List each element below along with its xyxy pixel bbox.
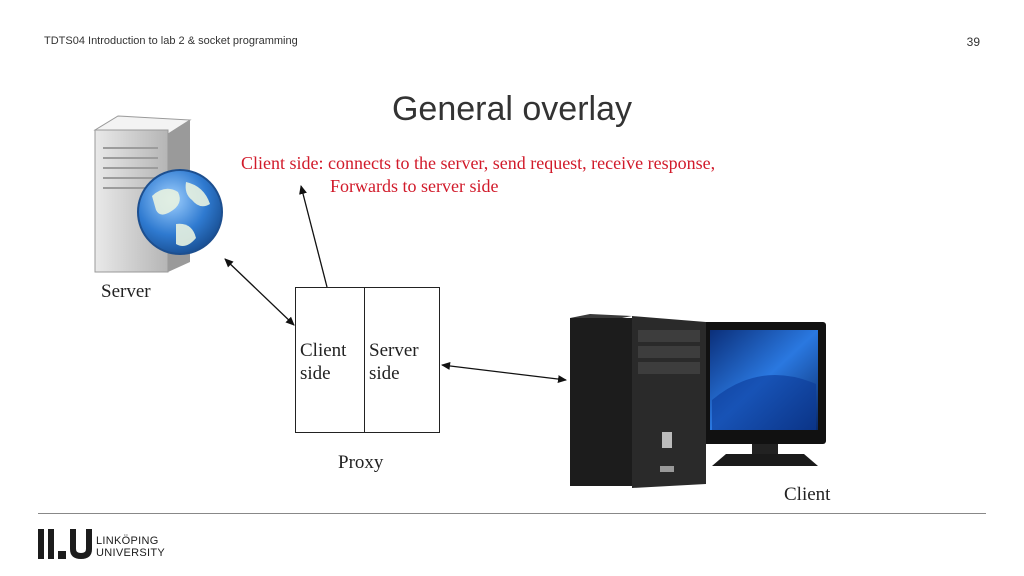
annotation-line-2: Forwards to server side	[330, 176, 499, 196]
server-side-line-2: side	[369, 363, 400, 384]
annotation-line-1: Client side: connects to the server, sen…	[241, 153, 716, 173]
arrow-server-to-proxy	[224, 258, 295, 326]
arrow-proxy-to-client	[441, 361, 567, 384]
proxy-label: Proxy	[338, 452, 384, 473]
university-logo	[38, 529, 92, 559]
server-side-line-1: Server	[369, 340, 419, 361]
slide-title: General overlay	[391, 90, 632, 128]
server-icon	[93, 115, 223, 273]
proxy-divider	[364, 287, 365, 433]
course-header: TDTS04 Introduction to lab 2 & socket pr…	[44, 35, 298, 47]
server-side-label: Server side	[369, 339, 419, 385]
proxy-box	[295, 287, 440, 433]
client-label: Client	[784, 484, 831, 505]
university-name: LINKÖPING UNIVERSITY	[96, 535, 165, 559]
client-side-line-1: Client	[300, 340, 347, 361]
page-number: 39	[966, 35, 980, 49]
arrow-to-annotation	[299, 185, 328, 288]
logo-line-2: UNIVERSITY	[96, 547, 166, 559]
server-label: Server	[101, 281, 151, 302]
client-side-line-2: side	[300, 363, 331, 384]
client-computer-icon	[570, 314, 826, 488]
client-side-label: Client side	[300, 339, 346, 385]
logo-line-1: LINKÖPING	[96, 535, 159, 547]
footer-divider	[38, 513, 986, 514]
